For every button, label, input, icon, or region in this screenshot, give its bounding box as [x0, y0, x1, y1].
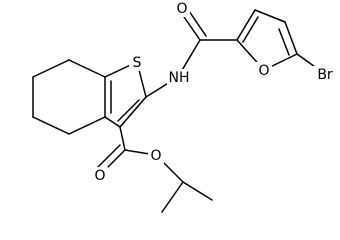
- bond-c3-cester: [119, 126, 126, 151]
- bond-c7-c6: [32, 59, 70, 78]
- bond-ch-methyl2: [161, 181, 184, 213]
- ester-single-oxygen-label: O: [150, 148, 161, 164]
- bond-furan-c2-c3: [236, 9, 256, 41]
- bond-camide-o-double: [188, 10, 207, 37]
- bond-c5-c4: [32, 116, 70, 135]
- bond-furan-c3-c4: [254, 9, 286, 23]
- bond-furan-c4-c5-double: [278, 28, 290, 56]
- furan-oxygen-label: O: [258, 63, 269, 79]
- bond-c3-c3a: [104, 116, 121, 128]
- molecule-diagram: S NH O O Br O O: [32, 0, 338, 213]
- bond-c7a-c7: [68, 59, 106, 78]
- bond-camide-o: [181, 13, 201, 41]
- sulfur-atom-label: S: [133, 55, 142, 71]
- bond-furan-c4-c5: [284, 21, 298, 55]
- bromine-label: Br: [317, 67, 333, 83]
- bond-furan-c2-c3-double: [242, 16, 259, 43]
- amide-oxygen-label: O: [176, 1, 187, 17]
- bond-cester-ocarbonyl-double: [95, 144, 121, 170]
- bond-layer: [32, 9, 326, 213]
- ester-carbonyl-oxygen-label: O: [94, 168, 105, 184]
- atom-label-layer: S NH O O Br O O: [92, 0, 338, 184]
- bond-c2-c3: [119, 96, 147, 128]
- bond-c2-c3-double: [117, 99, 140, 122]
- bond-c4-c3a: [68, 116, 106, 135]
- bond-ch-methyl1: [182, 181, 213, 201]
- amide-nh-label: NH: [169, 70, 190, 86]
